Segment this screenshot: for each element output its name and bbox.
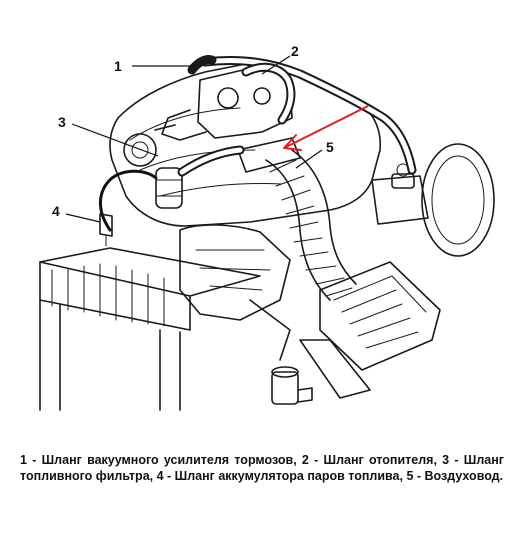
evap-canister-hose — [99, 169, 158, 247]
air-filter-box — [299, 261, 441, 399]
figure-caption: 1 - Шланг вакуумного усилителя тормозов,… — [20, 453, 504, 483]
fuel-filter — [155, 145, 245, 209]
radiator — [39, 247, 261, 411]
callout-5: 5 — [326, 139, 334, 155]
callout-4: 4 — [52, 203, 60, 219]
sensor-unit — [271, 366, 313, 405]
heater-hose — [241, 62, 296, 125]
throttle-body — [154, 65, 293, 141]
brake-booster — [371, 143, 495, 257]
air-duct — [237, 137, 357, 301]
callout-2: 2 — [291, 43, 299, 59]
callout-1: 1 — [114, 58, 122, 74]
red-annotation-arrow — [283, 105, 369, 151]
engine-block — [109, 60, 381, 227]
callout-3: 3 — [58, 114, 66, 130]
brake-vacuum-hose — [187, 55, 417, 175]
transmission — [179, 224, 291, 361]
engine-bay-diagram: 1 2 3 4 5 — [39, 43, 495, 411]
leader-lines — [65, 55, 323, 223]
